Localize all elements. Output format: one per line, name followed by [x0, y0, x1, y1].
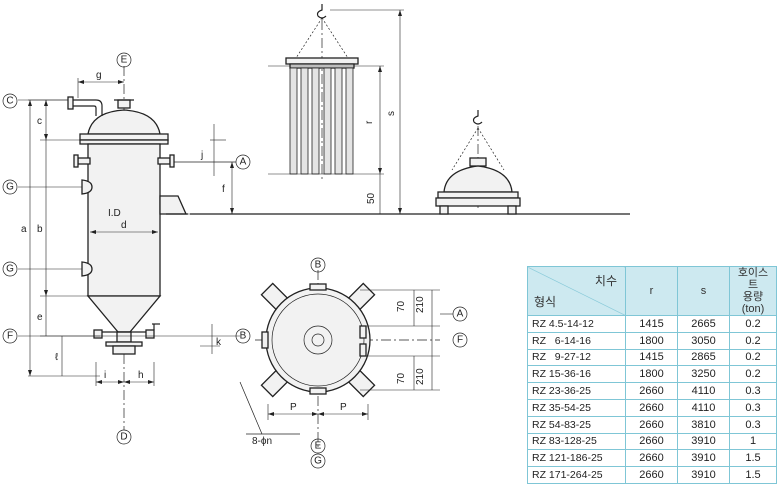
dim-k: k	[216, 337, 222, 348]
dim-j: j	[200, 150, 203, 161]
nozzle-f-label: F	[7, 331, 13, 342]
dim-b: b	[37, 224, 43, 235]
dim-s: s	[386, 111, 397, 116]
nozzle-b-label: B	[240, 331, 247, 342]
plan-dim-70-bottom: 70	[396, 372, 407, 384]
vessel-head-on-trolley	[435, 110, 521, 215]
plan-view: 70 210 70 210 P P 8-ϕn B A F E G	[239, 257, 468, 469]
plan-dim-p-left: P	[290, 402, 297, 413]
plan-dim-210-bottom: 210	[415, 368, 426, 385]
spec-table-header: 치수 형식 r s 호이스트 용량 (ton)	[527, 266, 777, 316]
filter-element-bundle: r s 50	[190, 4, 630, 215]
nozzle-c-label: C	[6, 96, 13, 107]
nozzle-a-label: A	[240, 157, 247, 168]
plan-dim-210-top: 210	[415, 296, 426, 313]
dim-l: ℓ	[55, 352, 59, 363]
dim-c: c	[37, 116, 42, 127]
bolt-holes-label: 8-ϕn	[252, 436, 272, 447]
header-dimension: 치수	[594, 274, 617, 288]
header-model: 형식	[534, 295, 557, 309]
dim-d: d	[121, 220, 127, 231]
nozzle-e-label: E	[121, 55, 128, 66]
front-elevation: C E G G F A B D g c a b e ℓ i h k j f I.…	[2, 52, 251, 445]
nozzle-g-label-lower: G	[6, 264, 14, 275]
dim-e: e	[37, 312, 43, 323]
plan-g-label: G	[314, 456, 322, 467]
plan-e-label: E	[315, 441, 322, 452]
nozzle-d-label: D	[120, 432, 127, 443]
plan-dim-p-right: P	[340, 402, 347, 413]
header-s: s	[677, 266, 730, 316]
dim-g: g	[96, 70, 102, 81]
header-hoist-capacity: 호이스트 용량 (ton)	[729, 266, 777, 316]
plan-a-label: A	[457, 309, 464, 320]
dim-50: 50	[366, 192, 377, 204]
plan-b-label: B	[315, 260, 322, 271]
inner-diameter-label: I.D	[108, 208, 121, 219]
dim-r: r	[364, 120, 375, 124]
header-diagonal-cell: 치수 형식	[527, 266, 626, 316]
nozzle-g-label-upper: G	[6, 182, 14, 193]
dim-f: f	[222, 184, 225, 195]
plan-f-label: F	[457, 335, 463, 346]
plan-dim-70-top: 70	[396, 300, 407, 312]
header-r: r	[625, 266, 678, 316]
dim-a: a	[21, 224, 27, 235]
dim-i: i	[104, 370, 106, 381]
dim-h: h	[138, 370, 144, 381]
